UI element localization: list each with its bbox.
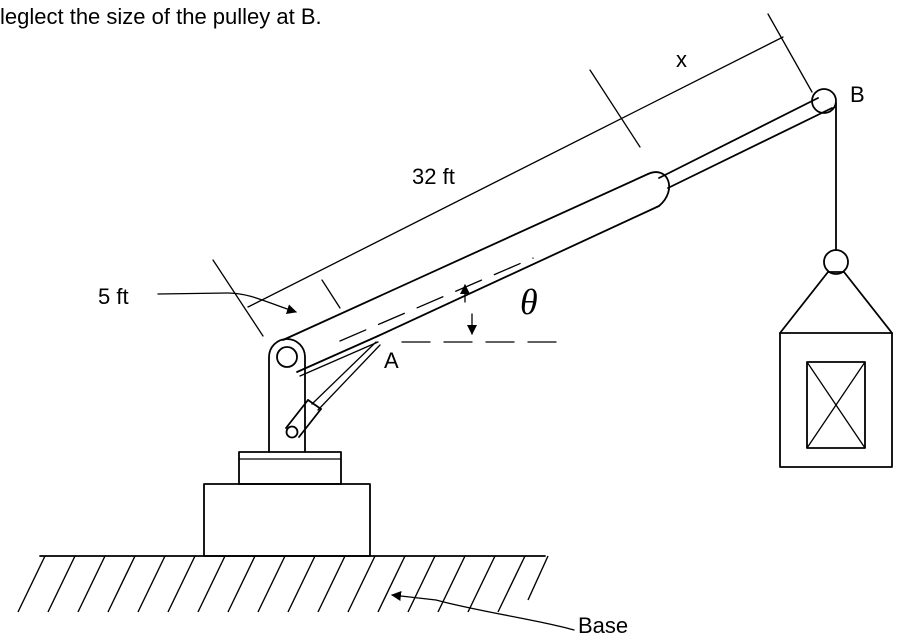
pedestal-block [203, 483, 371, 557]
boom-axis-dashed [339, 257, 534, 342]
hydraulic-cylinder [285, 341, 381, 438]
dimension-32ft [212, 13, 813, 337]
cylinder-base-pin [285, 425, 299, 439]
hanging-load [779, 102, 893, 468]
leader-arrow-5ft [157, 292, 297, 315]
hook-ring [823, 249, 849, 275]
label-32ft: 32 ft [412, 164, 455, 189]
leader-arrow-base [391, 591, 575, 631]
ground-hatching [17, 555, 549, 613]
pulley-b [811, 88, 837, 114]
label-a: A [384, 348, 399, 373]
load-inner-box [806, 361, 866, 449]
pedestal-cap [238, 451, 342, 485]
crane-boom [282, 97, 833, 373]
ground [17, 555, 549, 613]
label-5ft: 5 ft [98, 284, 129, 309]
load-sling [779, 271, 893, 334]
caption-text: leglect the size of the pulley at B. [0, 4, 322, 29]
label-b: B [850, 82, 865, 107]
label-theta: θ [520, 282, 538, 322]
label-x: x [676, 47, 687, 72]
label-base: Base [578, 613, 628, 637]
load-box [779, 332, 893, 468]
angle-theta-marker [339, 257, 561, 343]
boom-sleeve-end [647, 171, 670, 207]
boom-pivot-pin [276, 346, 298, 368]
